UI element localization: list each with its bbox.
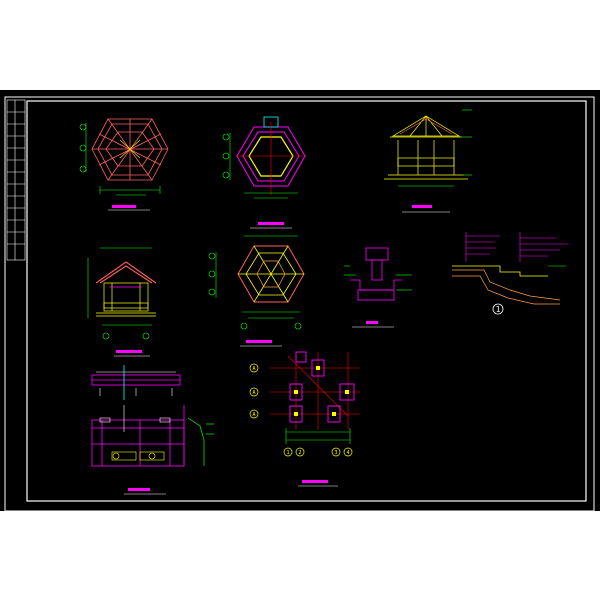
step-detail-view: 1 bbox=[452, 232, 568, 315]
outer-border bbox=[4, 96, 595, 511]
section-view bbox=[87, 247, 157, 357]
axis-bubble-2: 2 bbox=[298, 450, 301, 456]
drawing-canvas: 1 bbox=[4, 96, 595, 511]
structure-plan-view bbox=[208, 235, 305, 347]
inner-border bbox=[26, 100, 587, 502]
axis-bubble-1: 1 bbox=[286, 450, 289, 456]
axis-bubble-a1: A bbox=[252, 366, 255, 372]
footing-detail-view bbox=[344, 247, 412, 328]
detail-bubble bbox=[492, 303, 504, 315]
front-elevation-view bbox=[384, 109, 472, 213]
axis-bubble-4: 4 bbox=[346, 450, 349, 456]
floor-plan-view bbox=[222, 116, 306, 229]
axis-bubble-3: 3 bbox=[334, 450, 337, 456]
drawing-sheet: 1 bbox=[0, 90, 600, 511]
railing-elevation-view bbox=[91, 365, 214, 495]
roof-plan-view bbox=[79, 118, 169, 211]
axis-bubble-a2: A bbox=[252, 390, 255, 396]
title-block bbox=[6, 99, 26, 261]
axis-bubble-a3: A bbox=[252, 412, 255, 418]
foundation-layout-view: A A A 1 2 3 4 bbox=[249, 351, 360, 487]
detail-number-label: 1 bbox=[496, 305, 501, 314]
